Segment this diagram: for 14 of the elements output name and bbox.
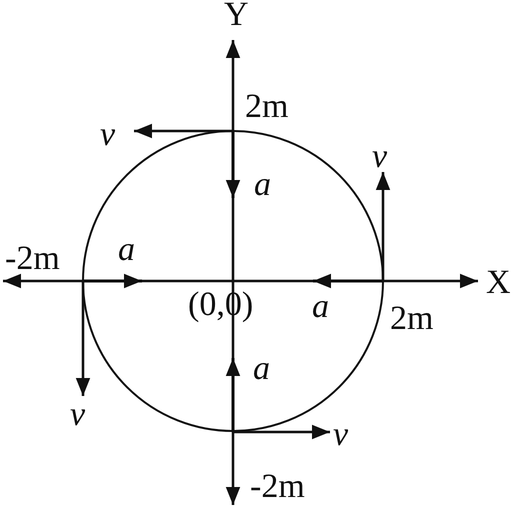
acceleration-label: a — [254, 168, 271, 202]
axis-label: X — [486, 266, 511, 300]
coordinate-label: 2m — [245, 90, 288, 124]
velocity-label: v — [100, 118, 116, 152]
velocity-label: v — [70, 398, 86, 432]
coordinate-label: 2m — [390, 302, 434, 336]
coordinate-label: -2m — [250, 470, 305, 504]
acceleration-label: a — [312, 290, 329, 324]
acceleration-label: a — [253, 352, 270, 386]
acceleration-label: a — [118, 233, 135, 267]
coordinate-label: -2m — [5, 242, 60, 276]
axis-label: Y — [224, 0, 249, 32]
velocity-label: v — [333, 418, 348, 452]
velocity-label: v — [372, 140, 388, 174]
